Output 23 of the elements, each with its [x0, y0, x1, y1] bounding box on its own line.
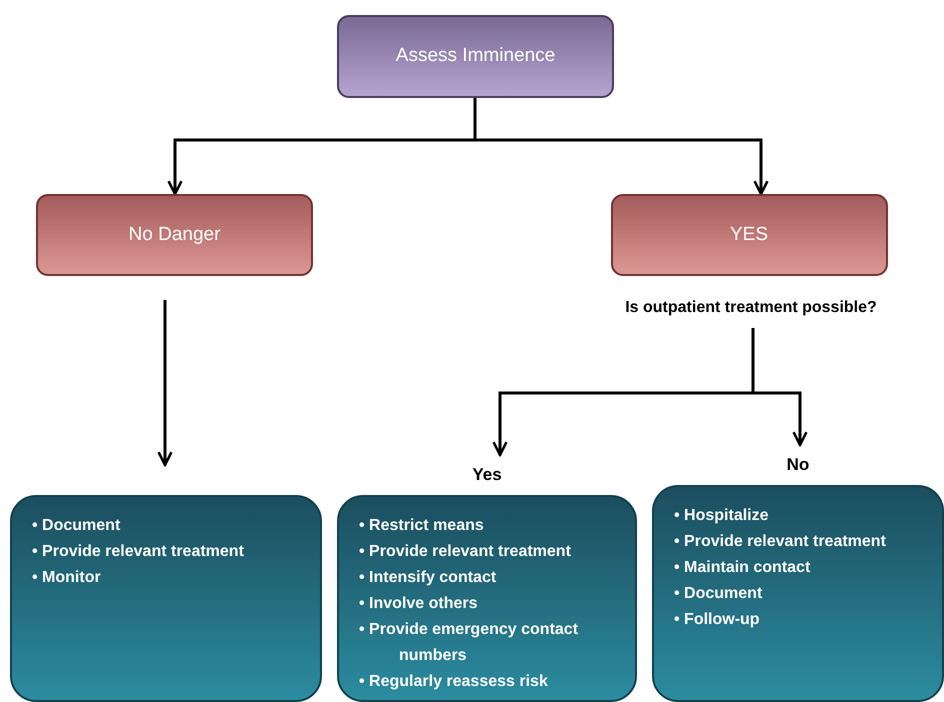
question-text: Is outpatient treatment possible?	[625, 298, 877, 318]
box-label: YES	[730, 222, 768, 247]
list-item: • Regularly reassess risk	[359, 672, 549, 692]
list-item: • Involve others	[359, 594, 479, 614]
list-item: • Hospitalize	[674, 506, 770, 526]
arrow	[752, 328, 808, 446]
list-item: • Provide relevant treatment	[359, 542, 572, 562]
list-item: • Monitor	[32, 568, 102, 588]
list-item: • Follow-up	[674, 610, 761, 630]
list-item: • Provide relevant treatment	[674, 532, 887, 552]
process-box: No Danger	[36, 194, 313, 276]
list-item: • Document	[32, 516, 122, 536]
list-item: • Document	[674, 584, 764, 604]
list-item: • Maintain contact	[674, 558, 812, 578]
branch-label: No	[786, 454, 810, 476]
list-item: • Provide relevant treatment	[32, 542, 245, 562]
arrow	[474, 98, 769, 196]
arrow	[157, 300, 173, 466]
branch-label: Yes	[472, 464, 502, 486]
list-item: • Restrict means	[359, 516, 485, 536]
list-item: • Provide emergency contact numbers	[359, 620, 580, 666]
process-box: Assess Imminence	[337, 15, 614, 98]
list-item: • Intensify contact	[359, 568, 498, 588]
